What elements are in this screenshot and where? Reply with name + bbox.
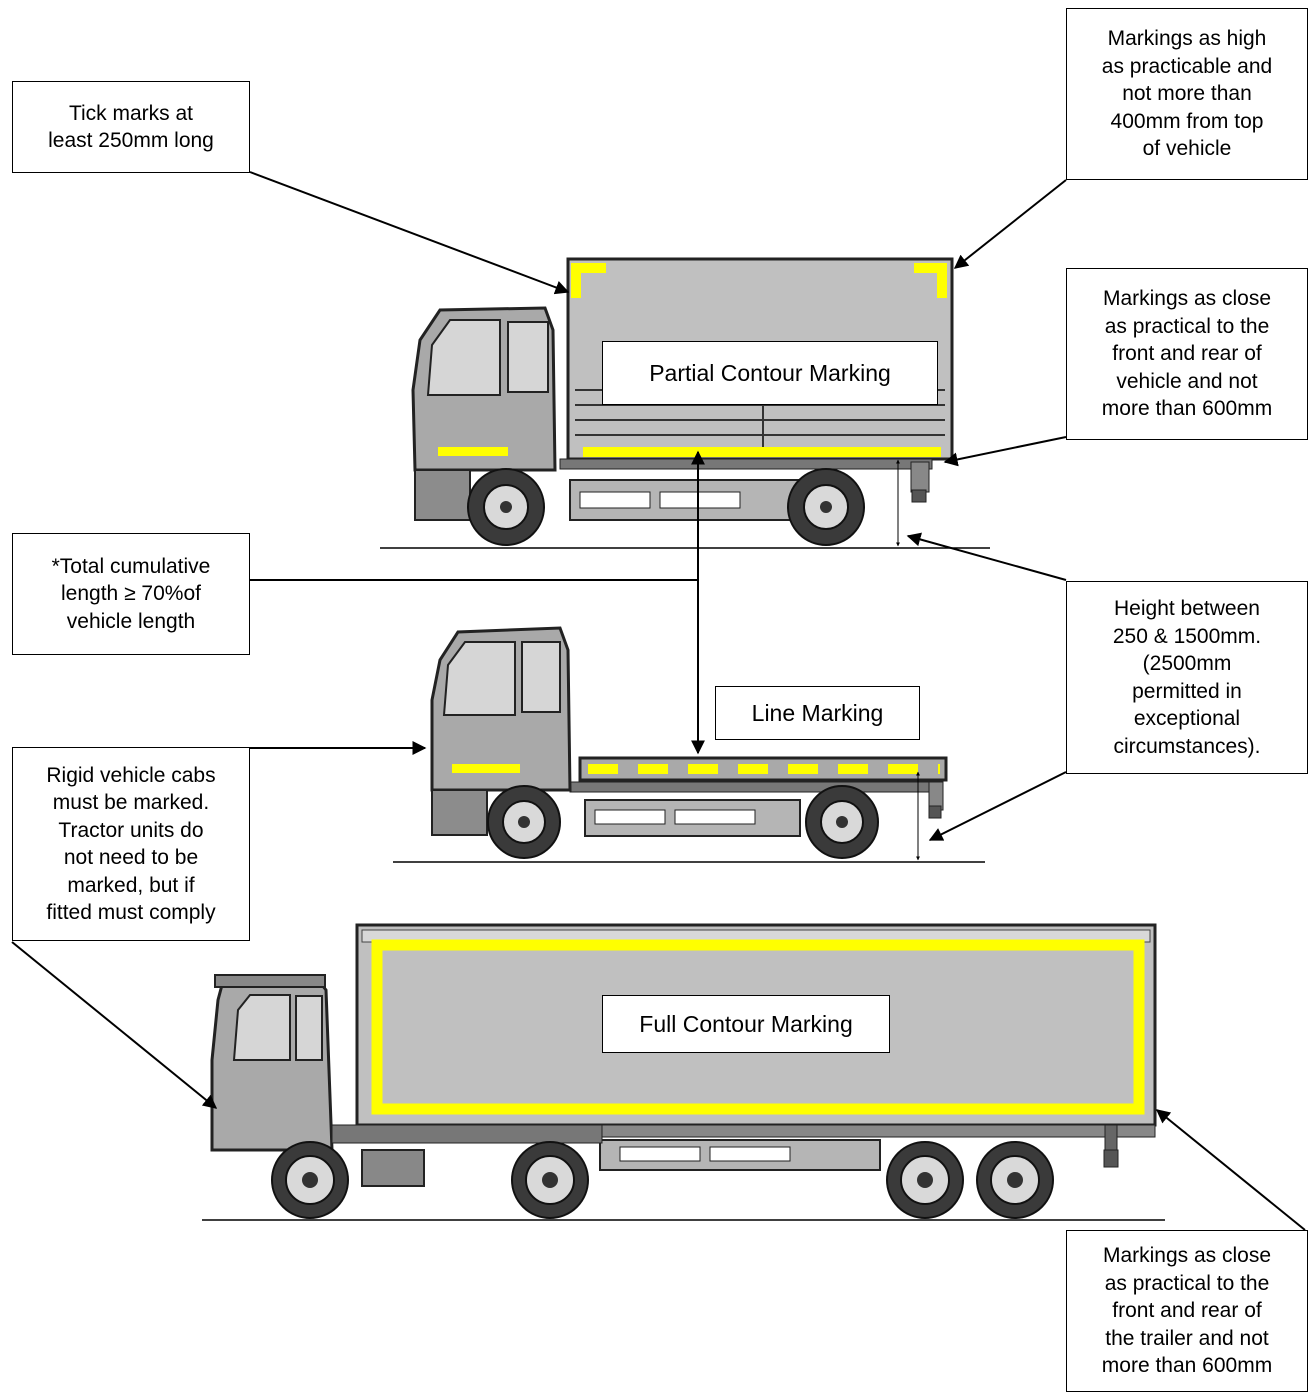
wheel [511, 1141, 589, 1219]
callout-markings-high: Markings as high as practicable and not … [1066, 8, 1308, 180]
rigid-truck-partial-contour [380, 257, 990, 549]
wheel [805, 785, 879, 859]
wheel [487, 785, 561, 859]
callout-height-between: Height between 250 & 1500mm. (2500mm per… [1066, 581, 1308, 774]
wheel [787, 468, 865, 546]
label-full-contour: Full Contour Marking [602, 995, 890, 1053]
callout-total-cumulative: *Total cumulative length ≥ 70%of vehicle… [12, 533, 250, 655]
label-partial-contour: Partial Contour Marking [602, 341, 938, 405]
wheel [271, 1141, 349, 1219]
full-contour-marking [371, 939, 1145, 1115]
bottom-line-marking [583, 447, 941, 457]
wheel [976, 1141, 1054, 1219]
callout-markings-close-trailer: Markings as close as practical to the fr… [1066, 1230, 1308, 1392]
tick-mark-front [571, 263, 606, 298]
cab-marking [438, 447, 508, 456]
rigid-truck-line-marking [393, 626, 985, 863]
wheel [886, 1141, 964, 1219]
leader-lines [11, 171, 1306, 1231]
tick-mark-rear [914, 263, 947, 298]
cab-marking [452, 764, 520, 773]
callout-rigid-cabs: Rigid vehicle cabs must be marked. Tract… [12, 747, 250, 941]
callout-markings-close-vehicle: Markings as close as practical to the fr… [1066, 268, 1308, 440]
callout-tick-marks: Tick marks at least 250mm long [12, 81, 250, 173]
label-line-marking: Line Marking [715, 686, 920, 740]
wheel [467, 468, 545, 546]
articulated-truck-full-contour [202, 923, 1165, 1221]
